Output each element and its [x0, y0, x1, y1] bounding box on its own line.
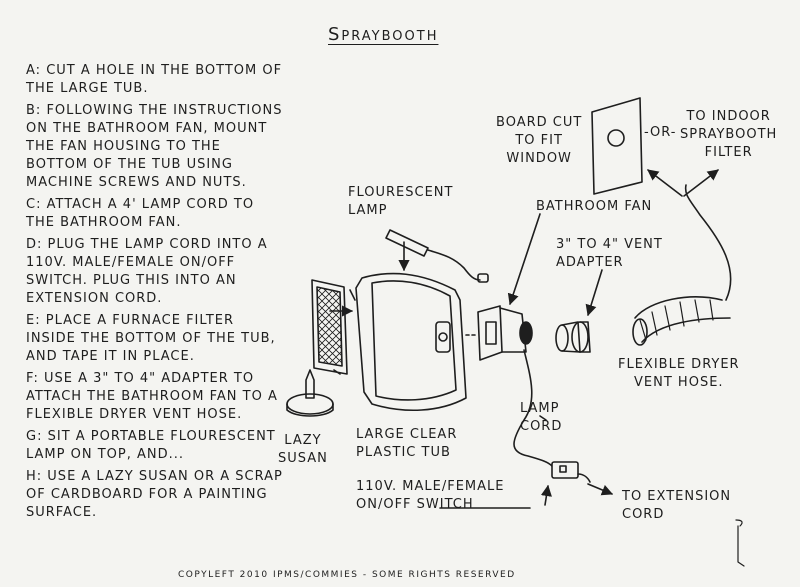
step-letter: G:: [26, 429, 43, 444]
step-b: B: Following the instructions on the bat…: [26, 102, 288, 192]
signature-mark: [735, 519, 745, 567]
step-text: Cut a hole in the bottom of the large tu…: [26, 63, 283, 96]
lamp-cord-icon: [513, 349, 591, 483]
step-text: Attach a 4' lamp cord to the bathroom fa…: [26, 197, 255, 230]
step-text: Plug the lamp cord into a 110v. male/fem…: [26, 237, 268, 306]
switch-label: 110v. male/female on/off switch: [356, 479, 505, 512]
bathroom-fan-label: Bathroom Fan: [536, 199, 653, 214]
board-cut-label: Board cut to fit window: [496, 115, 583, 166]
or-label: -or-: [644, 125, 677, 140]
step-f: F: Use a 3" to 4" adapter to attach the …: [26, 370, 288, 424]
step-text: Following the instructions on the bathro…: [26, 103, 283, 190]
furnace-filter-icon: [311, 279, 348, 375]
vent-adapter-icon: [555, 321, 591, 353]
step-d: D: Plug the lamp cord into a 110v. male/…: [26, 236, 288, 308]
step-letter: E:: [26, 313, 41, 328]
bathroom-fan-icon: [465, 305, 533, 361]
step-letter: D:: [26, 237, 43, 252]
flourescent-lamp-icon: [385, 229, 489, 283]
extension-cord-label: To extension cord: [622, 489, 732, 522]
vent-adapter-label: 3" to 4" Vent Adapter: [556, 237, 663, 270]
step-text: Sit a portable flourescent lamp on top, …: [26, 429, 276, 462]
lazy-susan-label: Lazy Susan: [278, 433, 328, 466]
instruction-list: A: Cut a hole in the bottom of the large…: [26, 62, 288, 526]
plastic-tub-label: Large clear plastic tub: [356, 427, 458, 460]
step-letter: H:: [26, 469, 43, 484]
diagram-title: Spraybooth: [328, 24, 439, 45]
step-letter: C:: [26, 197, 42, 212]
copyleft-footer: Copyleft 2010 IPMS/CoMMies - some rights…: [178, 570, 516, 580]
step-e: E: Place a furnace filter inside the bot…: [26, 312, 288, 366]
step-h: H: Use a lazy susan or a scrap of cardbo…: [26, 468, 288, 522]
lamp-cord-label: Lamp cord: [520, 401, 563, 434]
lazy-susan-icon: [286, 369, 334, 417]
window-board-icon: [591, 97, 643, 195]
step-letter: B:: [26, 103, 42, 118]
step-letter: F:: [26, 371, 39, 386]
plastic-tub-icon: [355, 272, 467, 412]
step-text: Place a furnace filter inside the bottom…: [26, 313, 276, 364]
step-text: Use a 3" to 4" adapter to attach the bat…: [26, 371, 278, 422]
step-g: G: Sit a portable flourescent lamp on to…: [26, 428, 288, 464]
step-c: C: Attach a 4' lamp cord to the bathroom…: [26, 196, 288, 232]
step-text: Use a lazy susan or a scrap of cardboard…: [26, 469, 283, 520]
step-letter: A:: [26, 63, 42, 78]
pointer-arrows: [329, 169, 719, 509]
flourescent-lamp-label: Flourescent Lamp: [348, 185, 454, 218]
step-a: A: Cut a hole in the bottom of the large…: [26, 62, 288, 98]
flexible-hose-label: Flexible dryer vent hose.: [618, 357, 740, 390]
indoor-spraybooth-label: To indoor spraybooth filter: [680, 109, 778, 160]
